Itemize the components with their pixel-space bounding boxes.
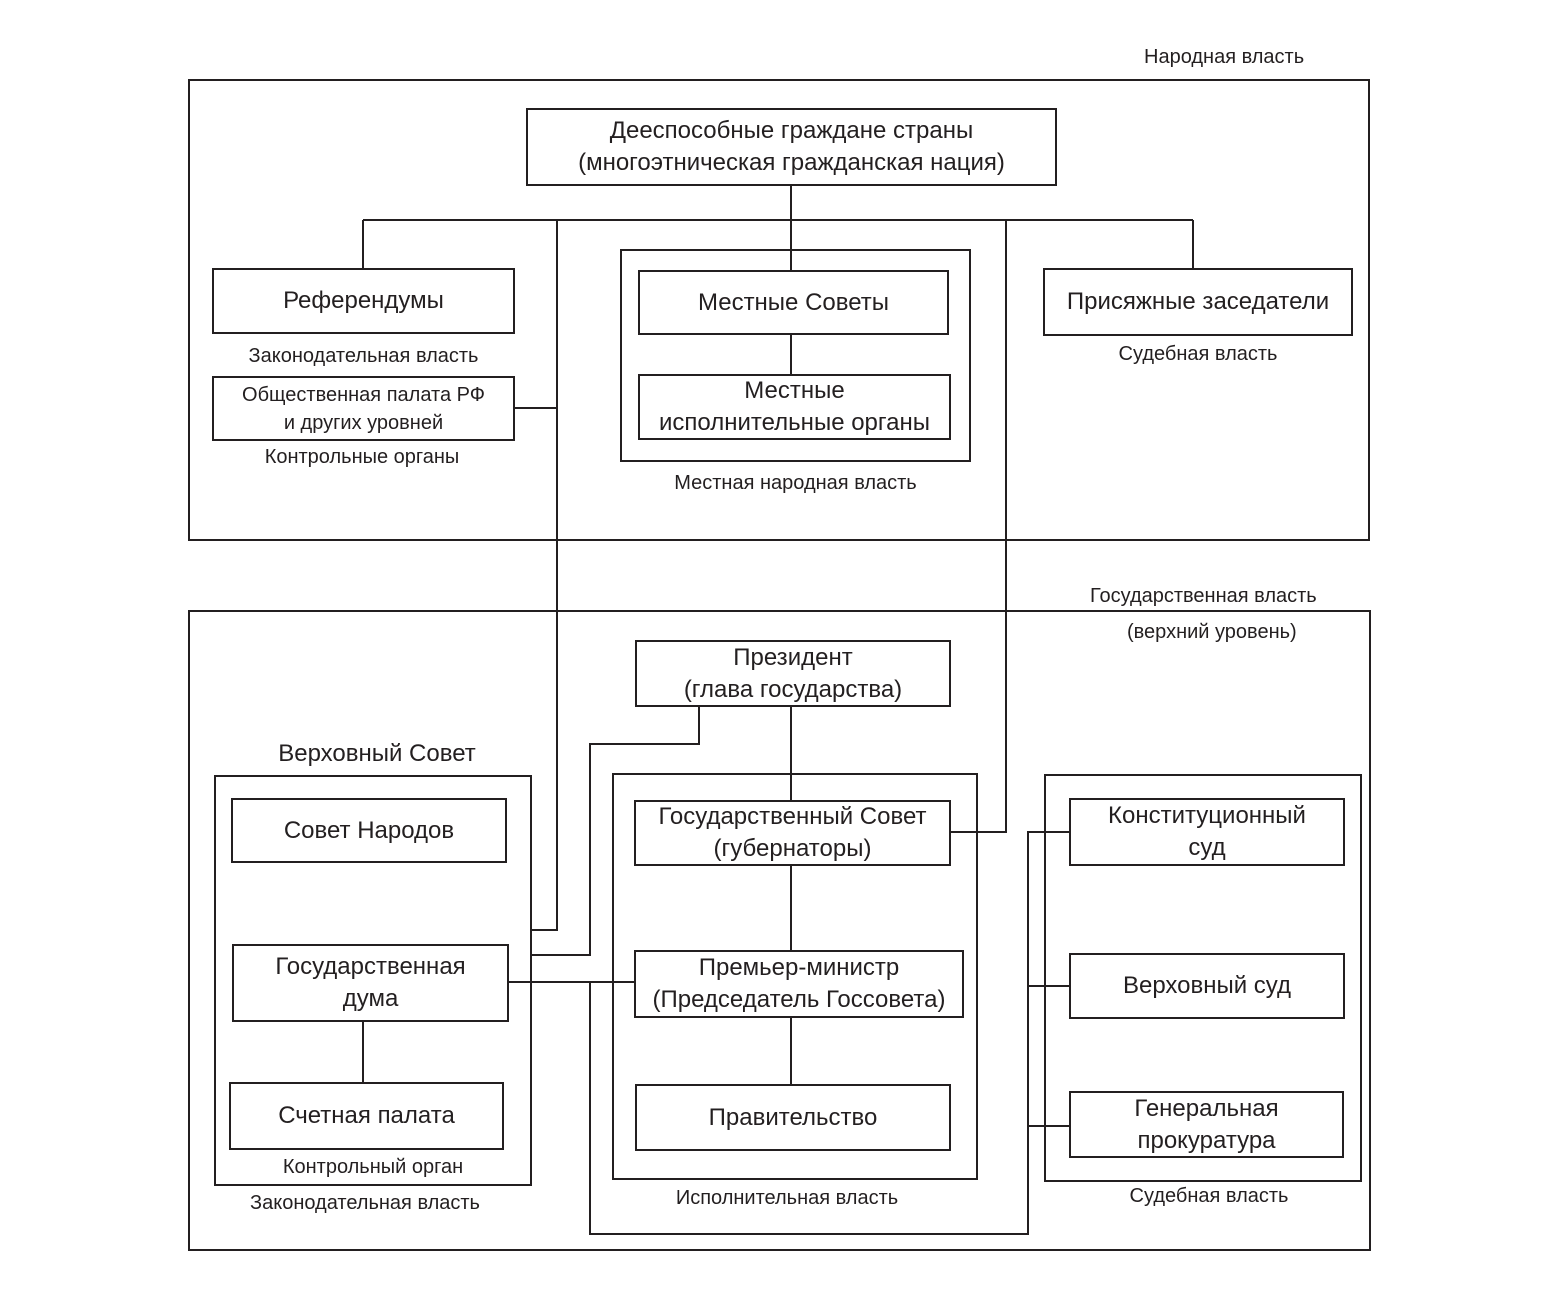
people-legislative-label: Законодательная власть: [248, 345, 479, 367]
local-power-label: Местная народная власть: [674, 472, 917, 494]
people-power-title: Народная власть: [1144, 46, 1305, 68]
public-chamber-text: Общественная палата РФ и других уровней: [242, 383, 485, 434]
prosecutor-general-text: Генеральная прокуратура: [1134, 1094, 1279, 1154]
council-of-peoples-text: Совет Народов: [283, 816, 455, 844]
local-executive-box: Местные исполнительные органы: [638, 374, 951, 440]
supreme-council-title: Верховный Совет: [278, 740, 476, 767]
judicial-frame: [1044, 774, 1362, 1182]
prosecutor-general-box: Генеральная прокуратура: [1069, 1091, 1344, 1158]
state-duma-box: Государственная дума: [232, 944, 509, 1022]
referendums-box: Референдумы: [212, 268, 515, 334]
prime-minister-box: Премьер-министр (Председатель Госсовета): [634, 950, 964, 1018]
prime-minister-text: Премьер-министр (Председатель Госсовета): [652, 954, 946, 1013]
constitutional-court-box: Конституционный суд: [1069, 798, 1345, 866]
supreme-court-box: Верховный суд: [1069, 953, 1345, 1019]
jurors-box: Присяжные заседатели: [1043, 268, 1353, 336]
public-chamber-box: Общественная палата РФ и других уровней: [212, 376, 515, 441]
accounts-chamber-box: Счетная палата: [229, 1082, 504, 1150]
citizens-text: Дееспособные граждане страны (многоэтнич…: [578, 117, 1005, 176]
control-bodies-label: Контрольные органы: [264, 446, 460, 468]
local-councils-box: Местные Советы: [638, 270, 949, 335]
accounts-chamber-text: Счетная палата: [278, 1102, 455, 1129]
state-power-title: Государственная власть: [1090, 585, 1317, 607]
constitutional-court-text: Конституционный суд: [1108, 802, 1306, 861]
state-judicial-label: Судебная власть: [1129, 1185, 1289, 1207]
supreme-court-text: Верховный суд: [1122, 972, 1292, 999]
state-council-text: Государственный Совет (губернаторы): [658, 803, 927, 862]
control-body-label: Контрольный орган: [282, 1156, 464, 1178]
people-judicial-label: Судебная власть: [1118, 343, 1278, 365]
president-box: Президент (глава государства): [635, 640, 951, 707]
government-text: Правительство: [708, 1103, 878, 1131]
president-text: Президент (глава государства): [683, 643, 903, 703]
state-legislative-label: Законодательная власть: [250, 1192, 480, 1214]
jurors-text: Присяжные заседатели: [1066, 288, 1330, 315]
council-of-peoples-box: Совет Народов: [231, 798, 507, 863]
local-executive-text: Местные исполнительные органы: [659, 377, 930, 436]
citizens-box: Дееспособные граждане страны (многоэтнич…: [526, 108, 1057, 186]
referendums-text: Референдумы: [283, 287, 444, 314]
state-power-frame: [188, 610, 1371, 1251]
executive-label: Исполнительная власть: [675, 1187, 899, 1209]
local-power-frame: [620, 249, 971, 462]
state-council-box: Государственный Совет (губернаторы): [634, 800, 951, 866]
state-power-subtitle: (верхний уровень): [1127, 621, 1297, 643]
people-power-frame: [188, 79, 1370, 541]
local-councils-text: Местные Советы: [697, 288, 890, 316]
supreme-council-frame: [214, 775, 532, 1186]
state-duma-text: Государственная дума: [275, 953, 466, 1012]
government-box: Правительство: [635, 1084, 951, 1151]
executive-frame: [612, 773, 978, 1180]
